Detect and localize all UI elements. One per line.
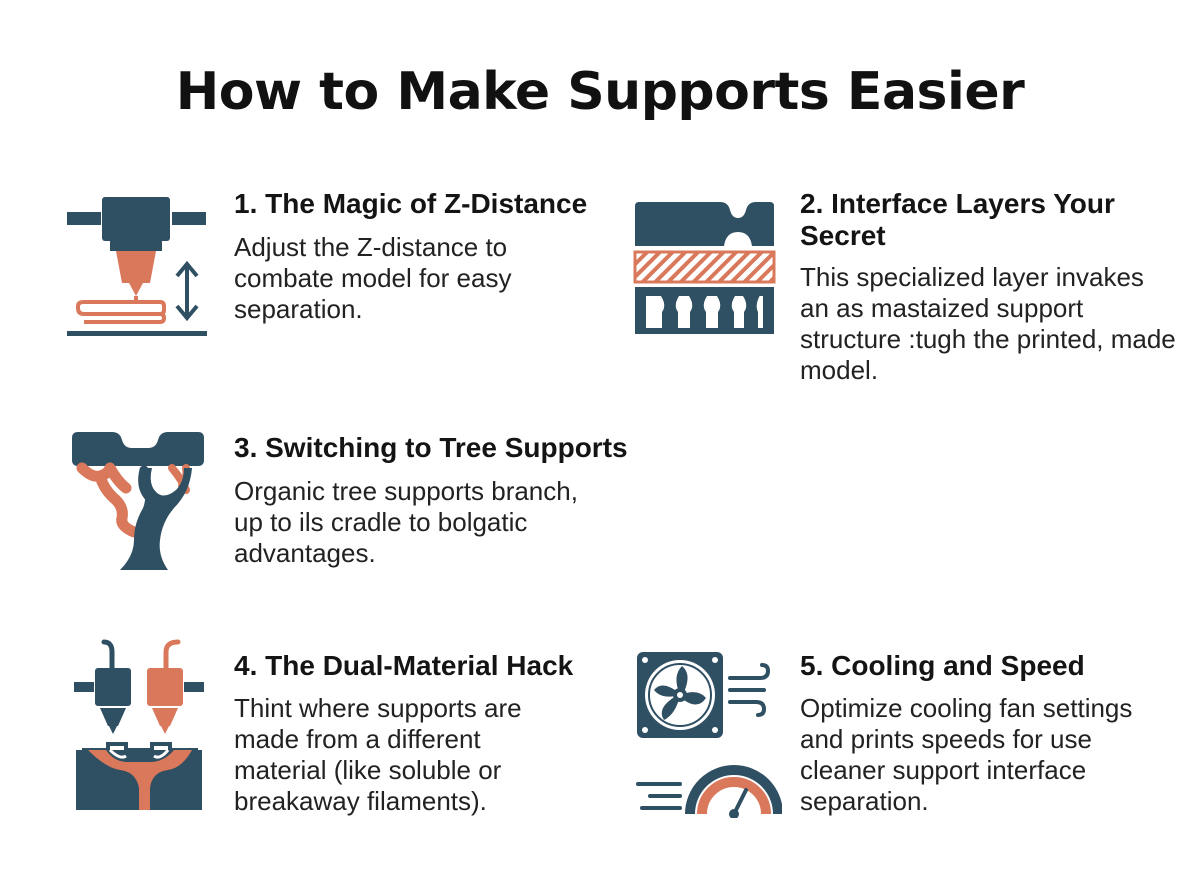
tip-4-body: Thint where supports are made from a dif… xyxy=(234,693,522,816)
fan-speed-icon xyxy=(636,652,782,818)
interface-layer-icon xyxy=(633,202,776,334)
tip-tree-supports: 3. Switching to Tree Supports Organic tr… xyxy=(64,430,628,580)
tip-z-distance: 1. The Magic of Z-Distance Adjust the Z-… xyxy=(64,188,624,348)
nozzle-z-distance-icon xyxy=(67,197,207,336)
tip-3-heading: 3. Switching to Tree Supports xyxy=(234,432,628,463)
tip-5-body: Optimize cooling fan settings and prints… xyxy=(800,693,1133,816)
tip-interface-layers: 2. Interface Layers Your Secret This spe… xyxy=(632,188,1192,398)
tip-1-body: Adjust the Z-distance to combate model f… xyxy=(234,232,512,324)
tip-3-body: Organic tree supports branch, up to ils … xyxy=(234,476,578,568)
page-title: How to Make Supports Easier xyxy=(175,62,1025,122)
tip-1-heading: 1. The Magic of Z-Distance xyxy=(234,188,588,219)
tip-2-body: This specialized layer invakes an as mas… xyxy=(800,262,1176,385)
dual-extruder-icon xyxy=(74,639,204,810)
tip-4-heading: 4. The Dual-Material Hack xyxy=(234,650,574,681)
tip-cooling-speed: 5. Cooling and Speed Optimize cooling fa… xyxy=(632,638,1192,828)
tip-2-heading: 2. Interface Layers Your Secret xyxy=(800,188,1115,251)
tip-5-heading: 5. Cooling and Speed xyxy=(800,650,1085,681)
tree-support-icon xyxy=(72,432,204,570)
tip-dual-material: 4. The Dual-Material Hack Thint where su… xyxy=(64,638,624,828)
